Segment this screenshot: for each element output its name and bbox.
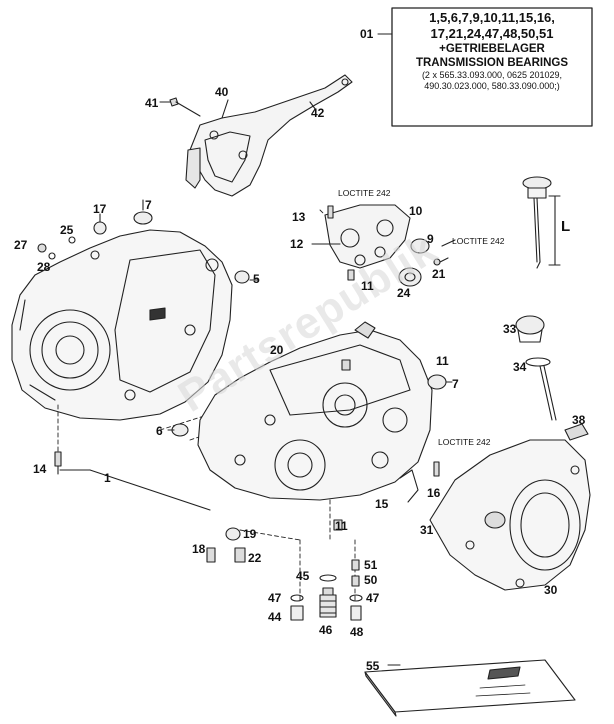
clutch-cover — [429, 439, 591, 591]
callout-15: 15 — [375, 497, 389, 511]
callout-25: 25 — [60, 223, 74, 237]
callout-33: 33 — [503, 322, 517, 336]
callout-38: 38 — [572, 413, 586, 427]
callout-10: 10 — [409, 204, 423, 218]
loctite-note-cover: LOCTITE 242 — [438, 437, 491, 447]
callout-51: 51 — [364, 558, 378, 572]
callout-18: 18 — [192, 542, 206, 556]
oil-plug — [515, 315, 557, 421]
chain-guide — [185, 74, 353, 197]
bolt-41 — [169, 97, 201, 117]
loctite-note-pump: LOCTITE 242 — [338, 188, 391, 198]
callout-6: 6 — [156, 424, 163, 438]
legend-box — [391, 7, 593, 127]
callout-28: 28 — [37, 260, 51, 274]
part-38 — [564, 423, 589, 441]
callout-46: 46 — [319, 623, 333, 637]
callout-22: 22 — [248, 551, 262, 565]
loctite-note-gear: LOCTITE 242 — [452, 236, 505, 246]
callout-47-left: 47 — [268, 591, 282, 605]
legend-line-2: 17,21,24,47,48,50,51 — [430, 26, 554, 41]
callout-11-bottom: 11 — [335, 519, 348, 533]
callout-50: 50 — [364, 573, 378, 587]
callout-40: 40 — [215, 85, 229, 99]
callout-24: 24 — [397, 286, 411, 300]
callout-34: 34 — [513, 360, 527, 374]
legend-line-4: TRANSMISSION BEARINGS — [415, 57, 569, 69]
oil-pump — [311, 204, 411, 269]
dipstick — [522, 176, 561, 269]
bolt-14 — [54, 451, 62, 475]
legend-line-3: +GETRIEBELAGER — [439, 43, 545, 55]
callout-14: 14 — [33, 462, 47, 476]
callout-1: 1 — [104, 471, 111, 485]
callout-17: 17 — [93, 202, 107, 216]
legend-line-5: (2 x 565.33.093.000, 0625 201029, — [421, 70, 563, 80]
callout-48: 48 — [350, 625, 364, 639]
legend-ref-label: 01 — [360, 27, 374, 41]
callout-55: 55 — [366, 659, 380, 673]
callout-31: 31 — [420, 523, 434, 537]
callout-27: 27 — [14, 238, 28, 252]
callout-11-case: 11 — [436, 354, 449, 368]
callout-30: 30 — [544, 583, 558, 597]
callout-44: 44 — [268, 610, 282, 624]
callout-21: 21 — [432, 267, 446, 281]
owners-manual — [364, 659, 576, 717]
callout-42: 42 — [311, 106, 325, 120]
legend-line-1: 1,5,6,7,9,10,11,15,16, — [429, 10, 555, 25]
callout-16: 16 — [427, 486, 441, 500]
callout-9: 9 — [427, 232, 434, 246]
callout-45: 45 — [296, 569, 310, 583]
callout-19: 19 — [243, 527, 257, 541]
callout-11-pump: 11 — [361, 279, 374, 293]
callout-5: 5 — [253, 272, 260, 286]
callout-7-upper: 7 — [145, 198, 152, 212]
callout-41: 41 — [145, 96, 159, 110]
legend-line-6: 490.30.023.000, 580.33.090.000;) — [424, 81, 560, 91]
legend-text-block: 1,5,6,7,9,10,11,15,16, 17,21,24,47,48,50… — [392, 10, 592, 92]
dipstick-length-label: L — [561, 218, 571, 235]
left-crankcase-half — [11, 229, 233, 421]
right-crankcase-half — [197, 321, 433, 501]
callout-13: 13 — [292, 210, 306, 224]
callout-47-right: 47 — [366, 591, 380, 605]
callout-7-lower: 7 — [452, 377, 459, 391]
callout-20: 20 — [270, 343, 284, 357]
callout-12: 12 — [290, 237, 304, 251]
